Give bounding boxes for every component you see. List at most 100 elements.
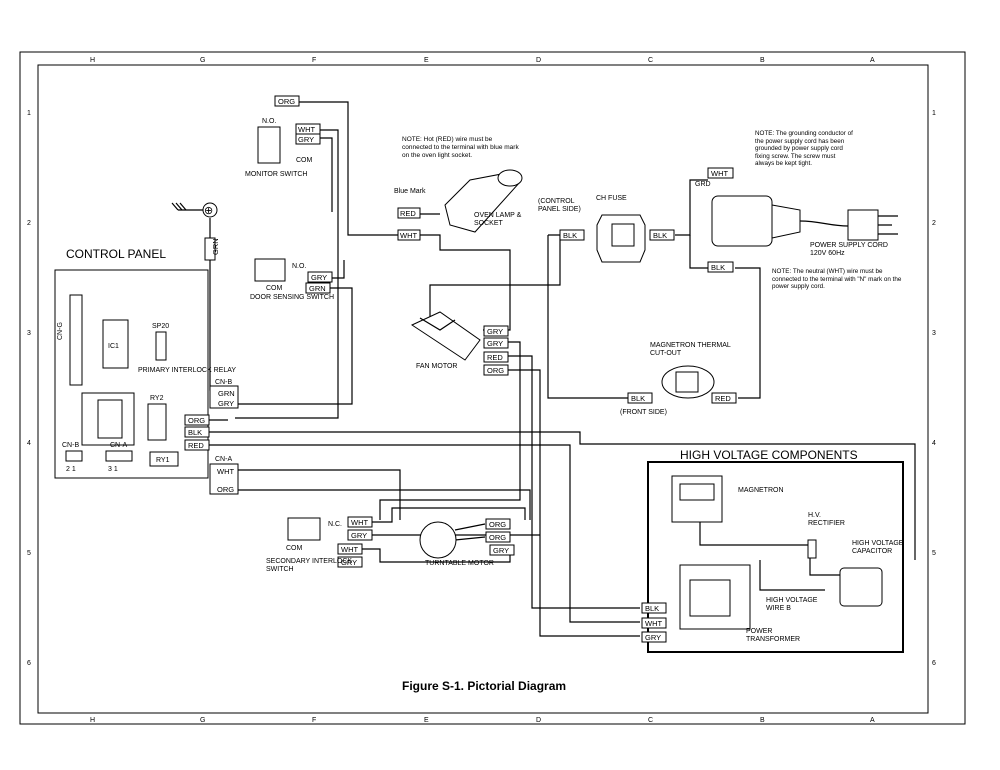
wire-tag-gry: GRY [487, 327, 503, 336]
border-letter: E [424, 57, 429, 64]
border-number: 2 [932, 220, 936, 227]
border-letter: A [870, 717, 875, 724]
turntable-motor: ORG ORG GRY TURNTABLE MOTOR [419, 518, 515, 567]
wire-tag-gry: GRY [298, 135, 314, 144]
ch-fuse: CH FUSE (CONTROL PANEL SIDE) BLK BLK [538, 195, 675, 263]
monitor-com-label: COM [296, 157, 313, 164]
cn-b-label: CN-B [62, 442, 79, 449]
wire-tag-gry: GRY [311, 273, 327, 282]
monitor-switch-body [257, 126, 281, 164]
magnetron-thermal-cutout: MAGNETRON THERMAL CUT-OUT BLK RED (FRONT… [620, 342, 737, 416]
border-letter: H [90, 717, 95, 724]
wire-tag-blk: BLK [645, 604, 659, 613]
door-sensing-label: DOOR SENSING SWITCH [250, 294, 334, 301]
outer-border [19, 51, 966, 725]
wire-tag-wht: WHT [351, 518, 368, 527]
secondary-interlock-switch: N.C. WHT GRY COM WHT GRY SECONDARY INTER… [266, 516, 373, 574]
wiring [208, 101, 916, 637]
wire-tag-org: ORG [489, 520, 506, 529]
cn-a-label: CN-A [110, 442, 127, 449]
wire-tag-blk: BLK [653, 231, 667, 240]
relay-core [97, 399, 123, 439]
cn-g-connector [69, 294, 83, 386]
cn-a-wire-label: CN-A [215, 456, 232, 463]
rectifier-label: H.V. RECTIFIER [808, 512, 845, 528]
cn-a-block: CN-A WHT ORG [209, 456, 239, 495]
high-voltage-section: HIGH VOLTAGE COMPONENTS MAGNETRON H.V. R… [641, 448, 904, 653]
wire-tag-org: ORG [487, 366, 504, 375]
wire-tag-red: RED [400, 209, 416, 218]
relay-label: PRIMARY INTERLOCK RELAY [138, 367, 236, 374]
ic-label: IC1 [108, 343, 119, 350]
chassis-ground: ⊕ GRN [171, 202, 220, 261]
hv-title: HIGH VOLTAGE COMPONENTS [680, 448, 858, 462]
wire-tag-wht: WHT [217, 467, 234, 476]
wire-tag-red: RED [188, 441, 204, 450]
ground-icon: ⊕ [204, 205, 213, 217]
border-number: 2 [27, 220, 31, 227]
wire-tag-grn: GRN [218, 389, 235, 398]
wire-tag-gry: GRY [341, 558, 357, 567]
secondary-nc-label: N.C. [328, 521, 342, 528]
front-side-label: (FRONT SIDE) [620, 409, 667, 416]
wire-tag-gry: GRY [493, 546, 509, 555]
capacitor-body [839, 567, 883, 607]
ry1-label: RY1 [156, 457, 170, 464]
neutral-note: NOTE: The neutral (WHT) wire must be con… [772, 268, 902, 291]
cn-b-pins: 2 1 [66, 466, 76, 473]
monitor-no-label: N.O. [262, 118, 276, 125]
wire-tag-gry: GRY [218, 399, 234, 408]
oven-lamp-note: NOTE: Hot (RED) wire must be connected t… [394, 136, 523, 241]
border-letter: F [312, 717, 316, 724]
border-number: 4 [27, 440, 31, 447]
turntable-motor-label: TURNTABLE MOTOR [425, 560, 494, 567]
border-letter: H [90, 57, 95, 64]
border-number: 6 [27, 660, 31, 667]
wire-tag-blk: BLK [563, 231, 577, 240]
door-switch-body [254, 258, 286, 282]
ry1-relay [149, 451, 179, 467]
monitor-switch: ORG N.O. WHT GRY COM MONITOR SWITCH [245, 95, 321, 178]
capacitor-label: HIGH VOLTAGE CAPACITOR [852, 540, 904, 556]
secondary-switch-label: SECONDARY INTERLOCK SWITCH [266, 558, 353, 574]
border-letter: G [200, 717, 205, 724]
thermal-cutout-label: MAGNETRON THERMAL CUT-OUT [650, 342, 731, 358]
cn-b-wire-label: CN-B [215, 379, 232, 386]
border-number: 4 [932, 440, 936, 447]
secondary-com-label: COM [286, 545, 303, 552]
control-panel-title: CONTROL PANEL [66, 247, 166, 261]
power-supply-cord: NOTE: The grounding conductor of the pow… [695, 130, 902, 291]
secondary-switch-body [287, 517, 321, 541]
cord-strain-relief [711, 195, 773, 247]
border-letter: C [648, 57, 653, 64]
turntable-motor-body [419, 521, 457, 559]
border-number: 1 [27, 110, 31, 117]
ic-chip [102, 319, 129, 369]
fan-motor: GRY GRY RED ORG FAN MOTOR [410, 311, 509, 376]
grounding-note: NOTE: The grounding conductor of the pow… [755, 130, 853, 168]
wire-tag-org: ORG [217, 485, 234, 494]
cn-b-block: CN-B GRN GRY ORG BLK RED [184, 379, 239, 451]
figure-title: Figure S-1. Pictorial Diagram [402, 679, 566, 693]
wire-tag-wht: WHT [400, 231, 417, 240]
cn-b-connector [65, 450, 83, 462]
wire-tag-blk: BLK [631, 394, 645, 403]
wire-tag-gry: GRY [351, 531, 367, 540]
border-letter: D [536, 717, 541, 724]
hot-wire-note: NOTE: Hot (RED) wire must be connected t… [402, 136, 519, 160]
cn-a-pins: 3 1 [108, 466, 118, 473]
border-letter: E [424, 717, 429, 724]
wire-tag-blk: BLK [711, 263, 725, 272]
border-letter: C [648, 717, 653, 724]
grd-label: GRD [695, 181, 711, 188]
border-letter: B [760, 717, 765, 724]
power-plug [847, 209, 879, 241]
border-number: 3 [932, 330, 936, 337]
wire-tag-org: ORG [278, 97, 295, 106]
border-number: 3 [27, 330, 31, 337]
border-letter: F [312, 57, 316, 64]
border-number: 5 [27, 550, 31, 557]
border-number: 1 [932, 110, 936, 117]
wire-tag-org: ORG [188, 416, 205, 425]
